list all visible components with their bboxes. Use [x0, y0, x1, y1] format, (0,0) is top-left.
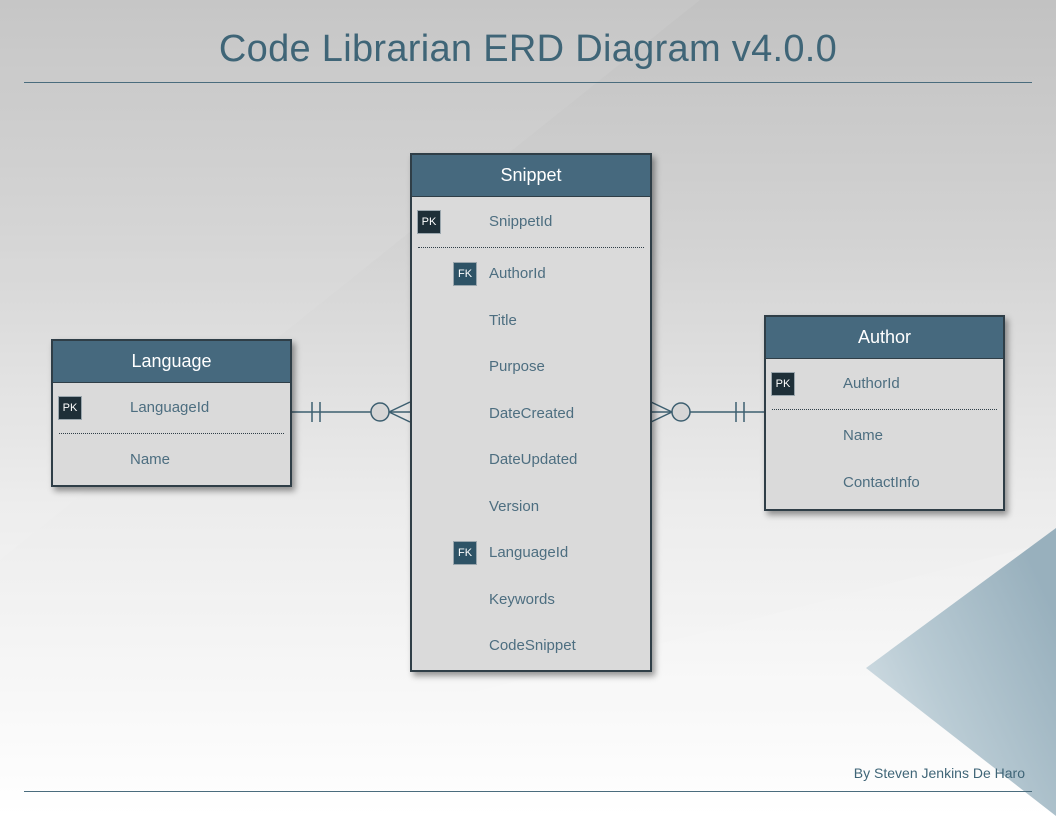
entity-author[interactable]: Author PK AuthorId Name ContactInfo	[764, 315, 1005, 511]
field-row: Version	[412, 495, 650, 519]
key-separator	[772, 409, 997, 410]
field-row: ContactInfo	[766, 471, 1003, 495]
pk-row: PK SnippetId	[412, 210, 650, 234]
field-name: Keywords	[489, 591, 555, 608]
page-title: Code Librarian ERD Diagram v4.0.0	[218, 28, 838, 70]
pk-row: PK LanguageId	[53, 396, 290, 420]
field-row: CodeSnippet	[412, 634, 650, 658]
field-row: FK AuthorId	[412, 262, 650, 286]
field-row: Title	[412, 309, 650, 333]
field-name: Title	[489, 312, 517, 329]
author-credit: By Steven Jenkins De Haro	[853, 765, 1025, 781]
title-divider	[24, 82, 1032, 83]
footer-divider	[24, 791, 1032, 792]
field-row: Purpose	[412, 355, 650, 379]
entity-header: Language	[53, 341, 290, 383]
field-name: LanguageId	[489, 544, 569, 561]
background-lower-wedge	[0, 540, 1056, 816]
field-row: DateCreated	[412, 402, 650, 426]
field-name: CodeSnippet	[489, 637, 576, 654]
field-name: Purpose	[489, 358, 545, 375]
entity-header: Author	[766, 317, 1003, 359]
field-name: Version	[489, 498, 540, 515]
entity-language[interactable]: Language PK LanguageId Name	[51, 339, 292, 487]
field-row: Name	[766, 424, 1003, 448]
fk-badge: FK	[453, 541, 477, 565]
field-name: AuthorId	[843, 375, 900, 392]
entity-header: Snippet	[412, 155, 650, 197]
field-name: DateCreated	[489, 405, 575, 422]
field-name: AuthorId	[489, 265, 546, 282]
key-separator	[59, 433, 284, 434]
field-row: FK LanguageId	[412, 541, 650, 565]
field-name: ContactInfo	[843, 474, 920, 491]
field-name: SnippetId	[489, 213, 553, 230]
field-row: Keywords	[412, 588, 650, 612]
fk-badge: FK	[453, 262, 477, 286]
pk-badge: PK	[417, 210, 441, 234]
key-separator	[418, 247, 644, 248]
field-name: DateUpdated	[489, 451, 578, 468]
corner-triangle-decoration	[866, 528, 1056, 816]
field-name: Name	[843, 427, 884, 444]
field-row: Name	[53, 448, 290, 472]
field-name: LanguageId	[130, 399, 210, 416]
pk-badge: PK	[771, 372, 795, 396]
field-name: Name	[130, 451, 171, 468]
entity-snippet[interactable]: Snippet PK SnippetId FK AuthorId Title P…	[410, 153, 652, 672]
field-row: DateUpdated	[412, 448, 650, 472]
pk-row: PK AuthorId	[766, 372, 1003, 396]
pk-badge: PK	[58, 396, 82, 420]
